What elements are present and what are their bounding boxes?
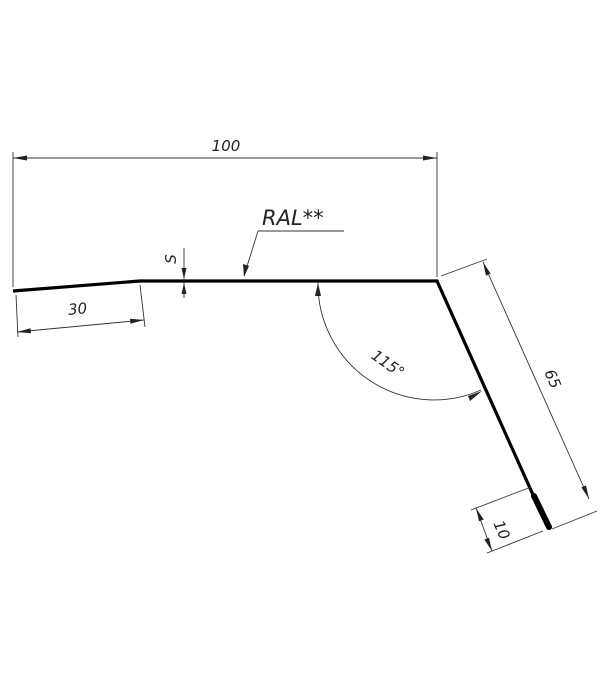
thickness-arrow-bottom bbox=[181, 283, 187, 294]
arrowhead-hem-bottom bbox=[484, 537, 492, 551]
leader-arrowhead bbox=[243, 264, 249, 277]
angle-arrowhead-right bbox=[468, 391, 482, 401]
extension-line-flap-right bbox=[139, 284, 146, 328]
arrowhead-hem-top bbox=[476, 508, 484, 522]
hem-length-label: 10 bbox=[489, 518, 513, 543]
arrowhead-flap-left bbox=[17, 328, 31, 334]
thickness-dimension: S bbox=[162, 248, 187, 298]
arrowhead-flap-right bbox=[130, 318, 144, 324]
extension-line-slope-bottom bbox=[551, 510, 598, 530]
extension-line-flap-left bbox=[15, 294, 19, 338]
thickness-arrow-top bbox=[181, 268, 187, 279]
thickness-label: S bbox=[162, 254, 180, 264]
slope-length-dimension: 65 bbox=[440, 258, 598, 530]
arrowhead-slope-bottom bbox=[581, 485, 589, 499]
arrowhead-right bbox=[423, 155, 437, 161]
angle-arc bbox=[317, 282, 482, 401]
material-leader: RAL** bbox=[243, 206, 344, 277]
arrowhead-slope-top bbox=[483, 262, 491, 276]
extension-line-hem-top bbox=[470, 486, 532, 511]
angle-arrowhead-top bbox=[315, 283, 321, 296]
hem-segment bbox=[531, 493, 552, 530]
bend-angle-dimension: 115° bbox=[315, 282, 482, 401]
extension-line-hem-bottom bbox=[486, 530, 544, 554]
left-flap-label: 30 bbox=[67, 299, 88, 319]
bend-angle-label: 115° bbox=[368, 346, 408, 381]
overall-width-dimension: 100 bbox=[12, 137, 438, 287]
overall-width-label: 100 bbox=[212, 137, 241, 155]
extension-line-slope-top bbox=[440, 258, 488, 277]
material-label: RAL** bbox=[262, 206, 324, 230]
dimension-line-30 bbox=[16, 319, 145, 333]
profile-line bbox=[12, 279, 549, 527]
dimension-line-65 bbox=[482, 261, 590, 500]
profile-section bbox=[12, 279, 552, 530]
left-flap-dimension: 30 bbox=[15, 284, 146, 338]
slope-length-label: 65 bbox=[540, 367, 564, 392]
arrowhead-left bbox=[13, 155, 27, 161]
